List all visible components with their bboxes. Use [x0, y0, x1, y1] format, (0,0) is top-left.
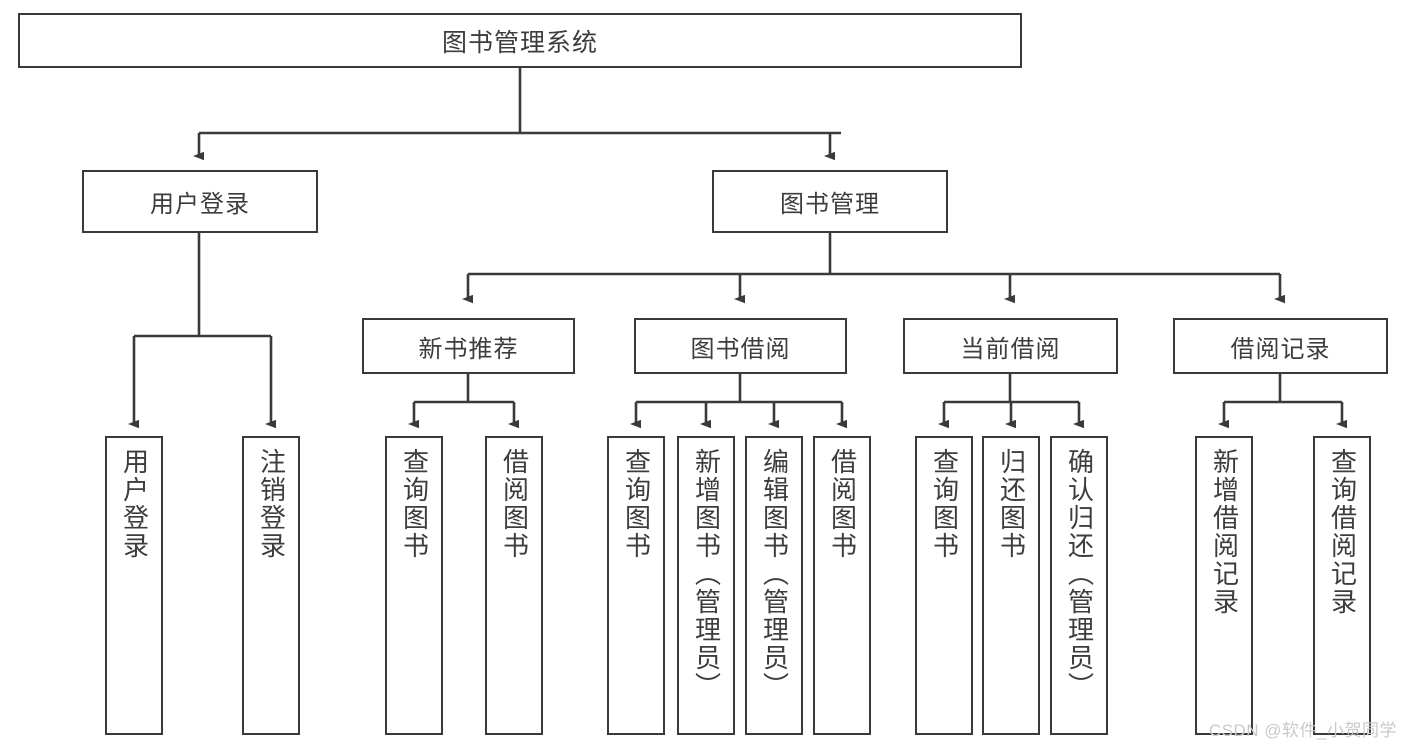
leaf-borrow-edit-book[interactable]: 编辑图书（管理员） — [745, 436, 803, 735]
leaf-recommend-query-book[interactable]: 查询图书 — [385, 436, 443, 735]
node-label: 用户登录 — [119, 448, 150, 560]
node-borrow-record[interactable]: 借阅记录 — [1173, 318, 1388, 374]
node-label: 查询图书 — [399, 448, 430, 560]
leaf-current-return-book[interactable]: 归还图书 — [982, 436, 1040, 735]
leaf-user-login-login[interactable]: 用户登录 — [105, 436, 163, 735]
node-user-login[interactable]: 用户登录 — [82, 170, 318, 233]
leaf-current-confirm-return[interactable]: 确认归还（管理员） — [1050, 436, 1108, 735]
node-label: 图书管理系统 — [441, 28, 598, 57]
node-label: 确认归还（管理员） — [1064, 448, 1095, 700]
node-label: 编辑图书（管理员） — [759, 448, 790, 700]
node-label: 注销登录 — [256, 448, 287, 560]
node-label: 借阅图书 — [499, 448, 530, 560]
node-label: 查询图书 — [929, 448, 960, 560]
node-label: 图书借阅 — [690, 335, 791, 363]
node-label: 图书管理 — [780, 191, 880, 218]
node-label: 归还图书 — [996, 448, 1027, 560]
node-book-borrow[interactable]: 图书借阅 — [634, 318, 847, 374]
node-label: 当前借阅 — [960, 335, 1061, 363]
leaf-record-query-record[interactable]: 查询借阅记录 — [1313, 436, 1371, 735]
node-label: 新书推荐 — [418, 335, 519, 363]
leaf-current-query-book[interactable]: 查询图书 — [915, 436, 973, 735]
leaf-borrow-add-book[interactable]: 新增图书（管理员） — [677, 436, 735, 735]
node-label: 借阅图书 — [827, 448, 858, 560]
leaf-recommend-borrow-book[interactable]: 借阅图书 — [485, 436, 543, 735]
node-label: 查询图书 — [621, 448, 652, 560]
node-label: 新增图书（管理员） — [691, 448, 722, 700]
node-label: 查询借阅记录 — [1327, 448, 1358, 616]
node-book-management[interactable]: 图书管理 — [712, 170, 948, 233]
node-root-system[interactable]: 图书管理系统 — [18, 13, 1022, 68]
node-current-borrow[interactable]: 当前借阅 — [903, 318, 1118, 374]
node-new-book-recommend[interactable]: 新书推荐 — [362, 318, 575, 374]
leaf-borrow-borrow-book[interactable]: 借阅图书 — [813, 436, 871, 735]
leaf-user-login-logout[interactable]: 注销登录 — [242, 436, 300, 735]
leaf-borrow-query-book[interactable]: 查询图书 — [607, 436, 665, 735]
node-label: 用户登录 — [150, 191, 250, 218]
leaf-record-add-record[interactable]: 新增借阅记录 — [1195, 436, 1253, 735]
node-label: 借阅记录 — [1230, 335, 1331, 363]
node-label: 新增借阅记录 — [1209, 448, 1240, 616]
watermark-text: CSDN @软件_小贺同学 — [1208, 721, 1397, 740]
